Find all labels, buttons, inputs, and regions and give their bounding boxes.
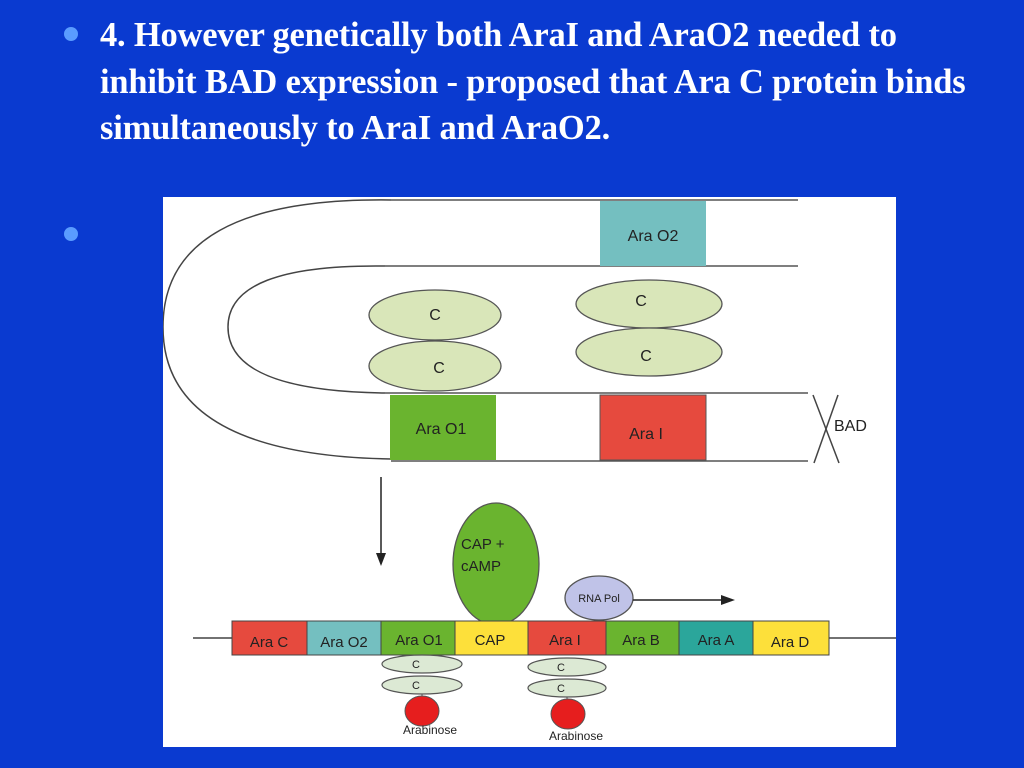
- operon-segment-ara-o2: Ara O2: [306, 620, 382, 656]
- arac-dna-loop-figure: Ara O2 Ara O1 Ara I C C C C BAD: [163, 197, 896, 747]
- rna-pol: RNA Pol: [564, 575, 634, 621]
- operon-segment-ara-d: Ara D: [752, 620, 830, 656]
- operon-segment-ara-c: Ara C: [231, 620, 308, 656]
- ara-i-box: Ara I: [599, 394, 707, 461]
- arabinose-molecule: [404, 695, 440, 727]
- bad-label: BAD: [834, 418, 867, 435]
- bad-blocked: BAD: [812, 394, 867, 464]
- cap-camp-label-line2: cAMP: [461, 558, 501, 575]
- arac-c-label: C: [433, 360, 445, 377]
- segment-label: Ara D: [771, 634, 810, 651]
- arac-c-label: C: [412, 659, 420, 671]
- segment-label: Ara A: [698, 632, 735, 649]
- arac-c-label: C: [429, 307, 441, 324]
- operon-segment-ara-i: Ara I: [527, 620, 607, 656]
- cap-camp-label-line1: CAP +: [461, 536, 505, 553]
- figure-svg: Ara O2 Ara O1 Ara I C C C C BAD: [163, 199, 896, 743]
- operon-segment-ara-o1: Ara O1: [380, 620, 456, 656]
- arabinose-label: Arabinose: [549, 729, 603, 743]
- arac-c-label: C: [412, 680, 420, 692]
- cap-camp-complex: CAP + cAMP: [452, 502, 540, 626]
- ara-o1-label: Ara O1: [416, 421, 467, 438]
- arac-arabinose-right: C C Arabinose: [527, 657, 607, 743]
- segment-label: Ara O1: [395, 632, 443, 649]
- bullet-dot-1: [64, 27, 78, 41]
- arac-c-label: C: [557, 662, 565, 674]
- segment-label: Ara I: [549, 632, 581, 649]
- segment-label: Ara B: [622, 632, 660, 649]
- bullet-dot-2: [64, 227, 78, 241]
- transcription-arrow-icon: [633, 595, 735, 605]
- arac-dimer-right: C C: [575, 279, 723, 377]
- arac-c-label: C: [635, 293, 647, 310]
- x-mark-icon: [813, 394, 839, 464]
- arabinose-molecule: [550, 698, 586, 730]
- ara-o2-label: Ara O2: [628, 228, 679, 245]
- operon-segment-cap: CAP: [454, 620, 529, 656]
- arac-c-label: C: [640, 348, 652, 365]
- ara-i-label: Ara I: [629, 426, 663, 443]
- bullet-text-1: 4. However genetically both AraI and Ara…: [100, 16, 966, 147]
- ara-o1-box: Ara O1: [390, 395, 496, 460]
- arac-dimer-left: C C: [368, 289, 502, 392]
- arac-arabinose-left: C C Arabinose: [381, 654, 463, 737]
- down-arrow-icon: [376, 477, 386, 566]
- segment-label: Ara O2: [320, 634, 368, 651]
- arabinose-label: Arabinose: [403, 723, 457, 737]
- arac-c-label: C: [557, 683, 565, 695]
- rna-pol-label: RNA Pol: [578, 593, 620, 605]
- dna-loop: [163, 199, 808, 462]
- operon-segment-ara-b: Ara B: [605, 620, 680, 656]
- segment-label: CAP: [475, 632, 506, 649]
- ara-o2-box: Ara O2: [600, 201, 706, 266]
- segment-label: Ara C: [250, 634, 289, 651]
- operon-segment-ara-a: Ara A: [678, 620, 754, 656]
